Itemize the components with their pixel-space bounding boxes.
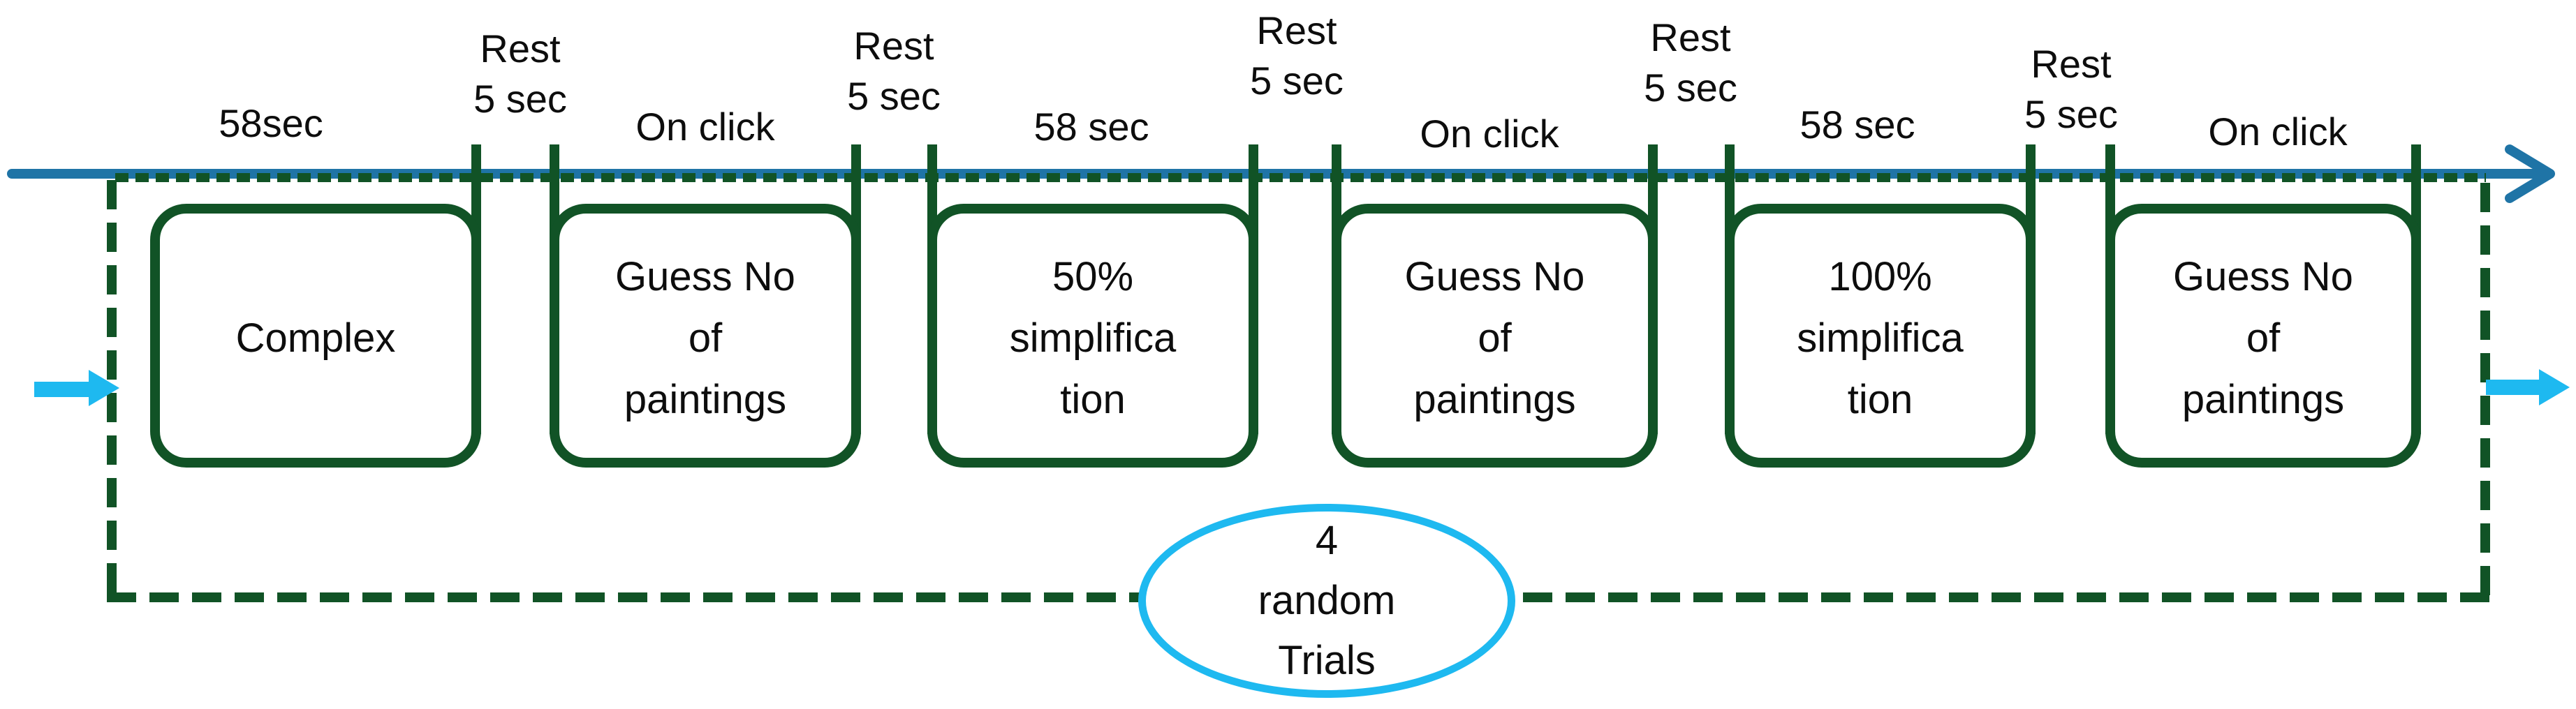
phase-duration-label: 58 sec (1033, 105, 1149, 149)
stage-box-label-line: Guess No (615, 254, 795, 299)
phase-duration-label: 58 sec (1799, 103, 1915, 147)
stage-box-label-line: of (1478, 315, 1512, 361)
phase-duration-label: On click (1420, 112, 1559, 156)
stage-box-label-line: of (2246, 315, 2281, 361)
random-trials-ellipse: 4 random Trials (1138, 504, 1515, 698)
rest-label-line: Rest (1650, 15, 1731, 59)
rest-label-line: Rest (480, 27, 561, 70)
stage-box-label-line: Guess No (2173, 254, 2353, 299)
rest-label-line: 5 sec (1644, 66, 1737, 110)
rest-label-line: Rest (2031, 42, 2112, 86)
stage-box: 100% simplifica tion (1725, 204, 2036, 468)
stage-box-label-line: of (688, 315, 723, 361)
entry-arrow-icon (34, 382, 90, 397)
phase-duration-label: On click (635, 105, 775, 149)
stage-box-label-line: Complex (235, 315, 396, 361)
stage-box-label-line: Guess No (1404, 254, 1585, 299)
rest-label-line: 5 sec (1250, 59, 1344, 103)
rest-label-line: 5 sec (2024, 92, 2118, 136)
stage-box: Guess No of paintings (550, 204, 861, 468)
stage-box-label-line: simplifica (1009, 315, 1177, 361)
rest-label-line: Rest (853, 24, 934, 68)
rest-label-line: 5 sec (473, 77, 567, 121)
phase-duration-label: 58sec (219, 101, 323, 145)
loop-bottom-dashed-line-left (107, 592, 1140, 602)
loop-right-dashed-line (2480, 183, 2490, 597)
exit-arrowhead-icon (2539, 369, 2570, 405)
rest-label: Rest 5 sec (473, 24, 567, 124)
random-trials-line: 4 (1315, 518, 1339, 563)
loop-top-dashed-line (115, 173, 2486, 182)
stage-box: Complex (150, 204, 481, 468)
loop-bottom-dashed-line-right (1514, 592, 2489, 602)
stage-box-label-line: paintings (2181, 377, 2345, 422)
phase-duration-label: On click (2208, 110, 2348, 154)
stage-box-label-line: 50% (1052, 254, 1134, 299)
rest-label: Rest 5 sec (1644, 13, 1737, 113)
rest-label-line: 5 sec (847, 74, 941, 118)
rest-label: Rest 5 sec (847, 21, 941, 121)
stage-box-label-line: 100% (1828, 254, 1932, 299)
rest-label-line: Rest (1256, 8, 1337, 52)
rest-label: Rest 5 sec (1250, 6, 1344, 106)
stage-box-label-line: paintings (1413, 377, 1576, 422)
stage-box: Guess No of paintings (2105, 204, 2421, 468)
stage-box-label-line: simplifica (1797, 315, 1964, 361)
entry-arrowhead-icon (89, 370, 119, 406)
random-trials-line: Trials (1278, 638, 1376, 683)
stage-box-label-line: paintings (624, 377, 787, 422)
stage-box-label-line: tion (1060, 377, 1126, 422)
random-trials-line: random (1258, 578, 1396, 623)
rest-label: Rest 5 sec (2024, 39, 2118, 140)
stage-box: 50% simplifica tion (927, 204, 1258, 468)
stage-box-label-line: tion (1847, 377, 1913, 422)
stage-box: Guess No of paintings (1332, 204, 1658, 468)
exit-arrow-icon (2486, 380, 2540, 395)
